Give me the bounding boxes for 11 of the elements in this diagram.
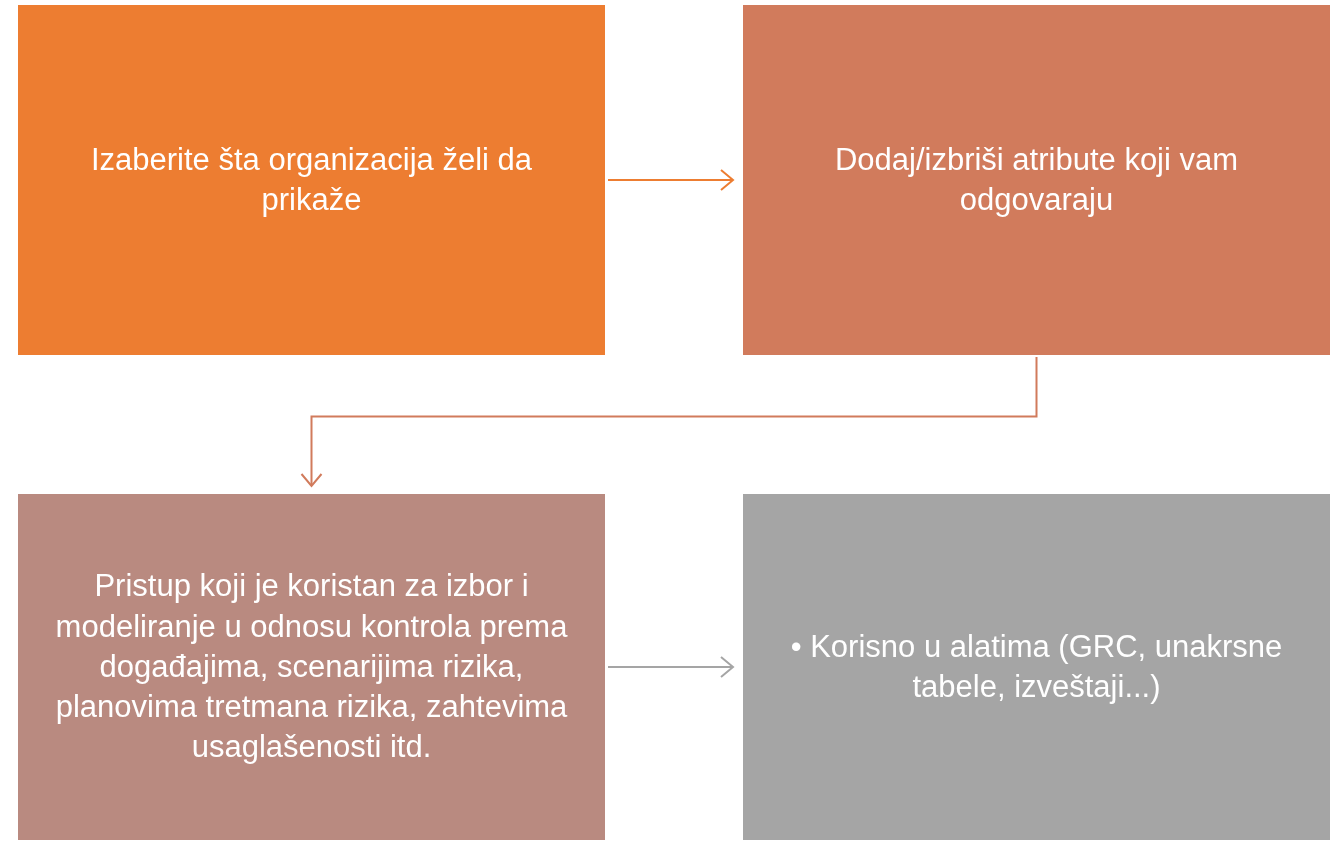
box-text: • Korisno u alatima (GRC, unakrsne tabele, izveštaji...) <box>789 627 1284 706</box>
arrow <box>607 656 734 678</box>
arrow <box>607 169 734 191</box>
box-text: Pristup koji je koristan za izbor i modeliranje u odnosu kontrola prema događajima, scenarijima rizika, planovima tretmana rizika, zahtevima usaglašenosti itd. <box>54 567 569 767</box>
process-box <box>18 5 605 355</box>
arrow <box>300 356 1038 487</box>
box-text: Dodaj/izbriši atribute koji vam odgovaraju <box>833 140 1240 219</box>
process-box <box>743 494 1330 840</box>
process-box <box>18 494 605 840</box>
process-box <box>743 5 1330 355</box>
box-text: Izaberite šta organizacija želi da prikaže <box>89 140 534 219</box>
